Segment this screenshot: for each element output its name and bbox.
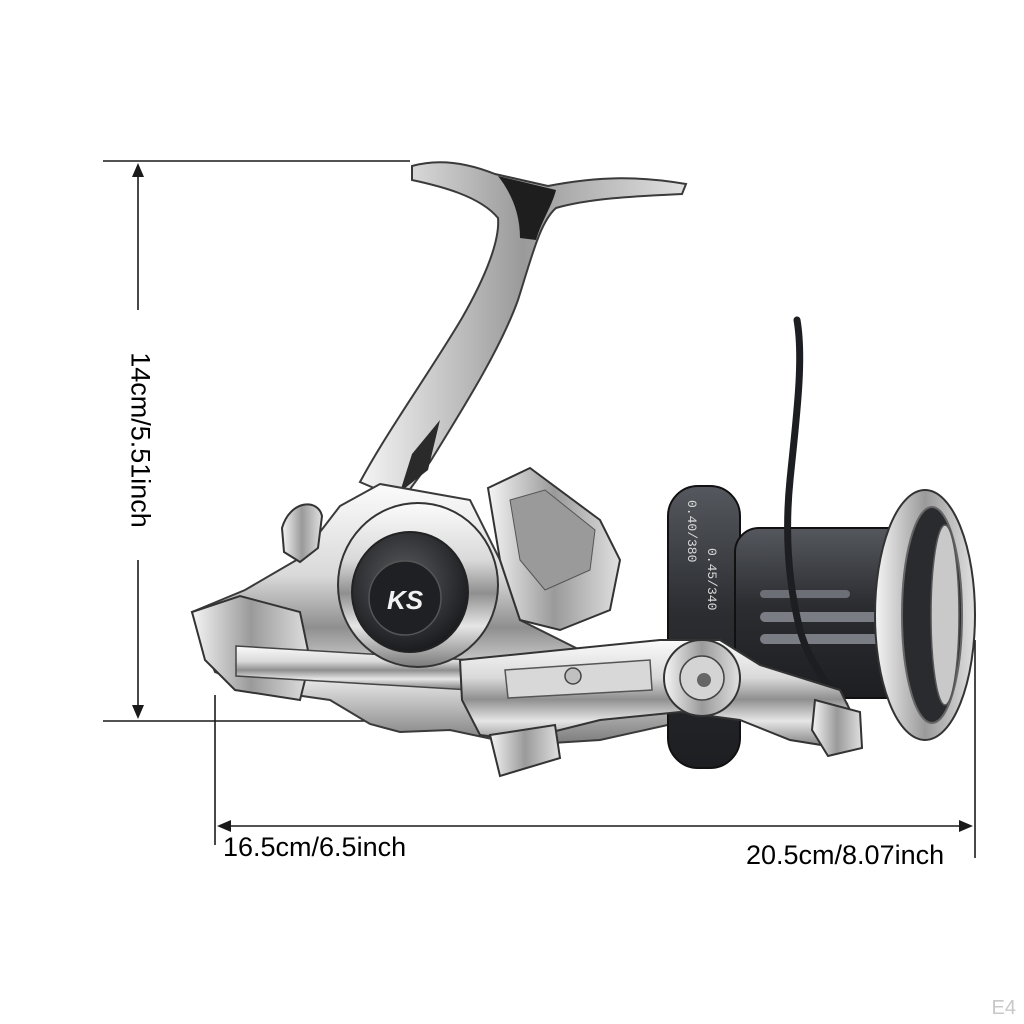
reel-side-knob — [280, 503, 324, 564]
reel-foot-shadow — [498, 176, 556, 240]
reel-spool — [734, 489, 976, 741]
dim-width-arrow-left — [217, 820, 231, 832]
fishing-reel: KS 0.40/380 0.45/340 — [190, 161, 976, 778]
reel-rotor-inner — [509, 489, 596, 591]
reel-bail-end — [810, 698, 864, 758]
dim-height-arrow-bottom — [132, 705, 144, 719]
reel-line-roller — [663, 639, 741, 717]
reel-foot-cutout — [400, 420, 440, 492]
dimension-width — [214, 640, 976, 858]
height-label: 14cm/5.51inch — [125, 352, 156, 528]
reel-bail-screw — [564, 667, 582, 685]
watermark: E4 — [991, 997, 1016, 1019]
dim-height-arrow-top — [132, 163, 144, 177]
reel-line-ring: 0.40/380 0.45/340 — [667, 485, 741, 769]
dimension-height — [103, 160, 410, 722]
dim-width-arrow-right — [959, 820, 973, 832]
body-width-label: 16.5cm/6.5inch — [223, 832, 407, 862]
reel-bail-wire — [784, 316, 849, 709]
total-width-label: 20.5cm/8.07inch — [746, 840, 945, 870]
reel-under-brace — [488, 723, 562, 778]
reel-foot — [358, 161, 688, 502]
spool-text-1: 0.40/380 — [684, 500, 699, 562]
reel-side-cap: KS — [337, 502, 499, 668]
reel-logo: KS — [387, 585, 424, 615]
spool-text-2: 0.45/340 — [704, 548, 719, 610]
